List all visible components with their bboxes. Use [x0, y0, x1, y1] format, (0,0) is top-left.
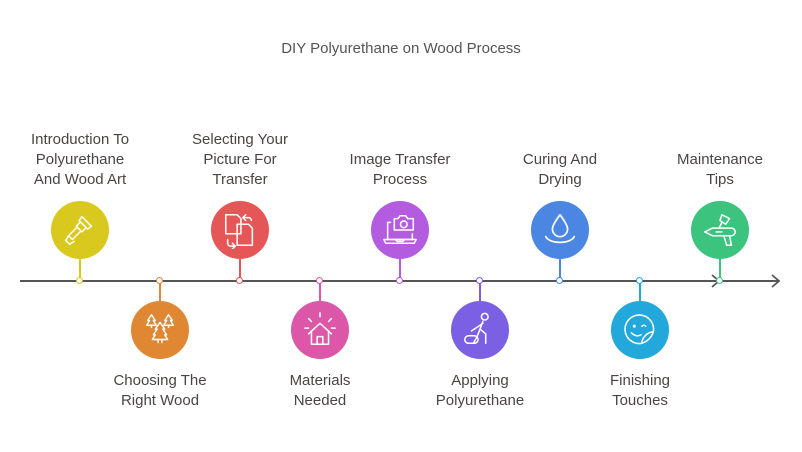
timeline-marker — [76, 277, 83, 284]
timeline-marker — [236, 277, 243, 284]
step-label-line: Polyurethane — [435, 392, 525, 409]
step-label-line: Drying — [538, 171, 582, 188]
timeline-marker — [156, 277, 163, 284]
step-connector — [159, 281, 161, 301]
step-label-line: Choosing The — [113, 372, 207, 389]
spray-gun-icon — [701, 211, 739, 249]
step-icon-circle — [291, 301, 349, 359]
step-connector — [479, 281, 481, 301]
step-label-line: Image Transfer — [349, 151, 451, 168]
step-label-line: Transfer — [212, 171, 268, 188]
house-icon — [301, 311, 339, 349]
step-label-line: Picture For — [203, 151, 277, 168]
timeline-marker — [476, 277, 483, 284]
step-connector — [319, 281, 321, 301]
step-icon-circle — [371, 201, 429, 259]
step-icon-circle — [611, 301, 669, 359]
person-mopping-icon — [461, 311, 499, 349]
timeline-marker — [316, 277, 323, 284]
step-icon-circle — [451, 301, 509, 359]
step-connector — [399, 259, 401, 281]
step-label-line: Applying — [451, 372, 509, 389]
step-icon-circle — [51, 201, 109, 259]
step-label-line: Finishing — [609, 372, 671, 389]
step-label-line: Materials — [289, 372, 351, 389]
step-connector — [639, 281, 641, 301]
step-icon-circle — [211, 201, 269, 259]
step-icon-circle — [131, 301, 189, 359]
step-label-line: Right Wood — [120, 392, 200, 409]
step-label-line: Curing And — [522, 151, 598, 168]
step-label-line: Maintenance — [677, 151, 763, 168]
step-label-line: Needed — [293, 392, 347, 409]
step-label-line: Touches — [612, 392, 668, 409]
trees-icon — [141, 311, 179, 349]
step-connector — [719, 259, 721, 281]
laptop-camera-icon — [381, 211, 419, 249]
polyurethane-applicator-icon — [61, 211, 99, 249]
timeline-marker — [396, 277, 403, 284]
step-label-line: And Wood Art — [33, 171, 127, 188]
step-label-line: Process — [372, 171, 428, 188]
step-label-line: Introduction To — [30, 131, 130, 148]
smiley-sticker-icon — [621, 311, 659, 349]
timeline-marker — [636, 277, 643, 284]
water-drop-icon — [541, 211, 579, 249]
step-icon-circle — [691, 201, 749, 259]
step-connector — [239, 259, 241, 281]
step-label-line: Polyurethane — [35, 151, 125, 168]
step-label-line: Selecting Your — [192, 131, 288, 148]
step-icon-circle — [531, 201, 589, 259]
swap-documents-icon — [221, 211, 259, 249]
timeline-marker — [556, 277, 563, 284]
step-label-line: Tips — [706, 171, 734, 188]
step-connector — [79, 259, 81, 281]
diagram-title: DIY Polyurethane on Wood Process — [281, 40, 521, 57]
step-connector — [559, 259, 561, 281]
timeline-marker — [716, 277, 723, 284]
